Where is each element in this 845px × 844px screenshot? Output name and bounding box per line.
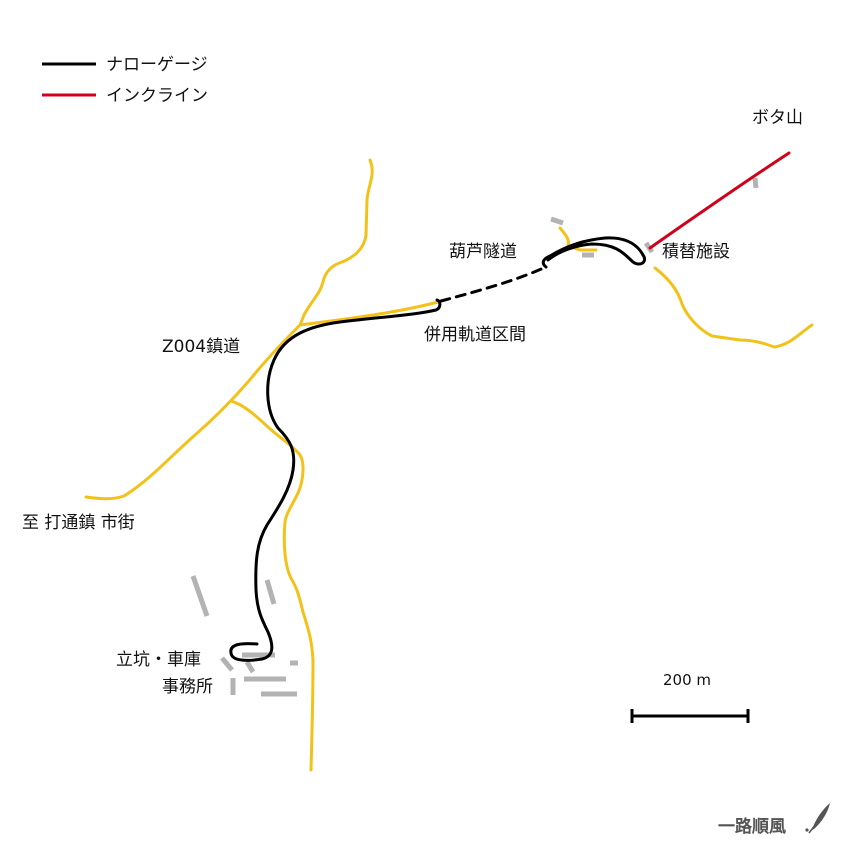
- incline-line: [648, 151, 791, 250]
- building: [752, 177, 759, 189]
- label-to-town: 至 打通鎮 市街: [22, 513, 135, 533]
- narrow-gauge-line: [229, 236, 647, 662]
- scale-bar: 200 m: [630, 671, 750, 723]
- building: [220, 656, 234, 672]
- label-z004: Z004鎮道: [162, 337, 240, 357]
- legend-incline-label: インクライン: [106, 86, 208, 106]
- label-koro-tunnel: 葫芦隧道: [449, 242, 517, 262]
- buildings: [190, 177, 759, 697]
- road-south: [229, 399, 315, 772]
- legend: ナローゲージ インクライン: [42, 55, 208, 106]
- label-heiyo-kukan: 併用軌道区間: [424, 325, 526, 345]
- narrow-gauge-loop: [541, 236, 647, 269]
- label-tsumikae: 積替施設: [662, 242, 730, 262]
- legend-narrow-gauge-label: ナローゲージ: [106, 55, 208, 75]
- building: [244, 660, 256, 674]
- label-bota-yama: ボタ山: [752, 108, 803, 128]
- road-north: [298, 158, 374, 327]
- feather-pen-icon: [805, 803, 830, 834]
- scale-label: 200 m: [663, 671, 711, 689]
- building: [550, 216, 564, 226]
- label-shaft-line2: 事務所: [162, 677, 213, 697]
- building: [264, 579, 277, 605]
- road-to-town: [84, 323, 302, 501]
- roads: [84, 158, 814, 772]
- narrow-gauge-main: [229, 298, 442, 662]
- label-shaft-line1: 立坑・車庫: [116, 650, 201, 670]
- shared-track-section: [439, 265, 548, 303]
- brand-watermark: 一路順風: [718, 803, 830, 837]
- road-east: [298, 300, 440, 327]
- road-southeast: [653, 266, 814, 349]
- building: [190, 575, 210, 617]
- brand-text: 一路順風: [718, 816, 786, 837]
